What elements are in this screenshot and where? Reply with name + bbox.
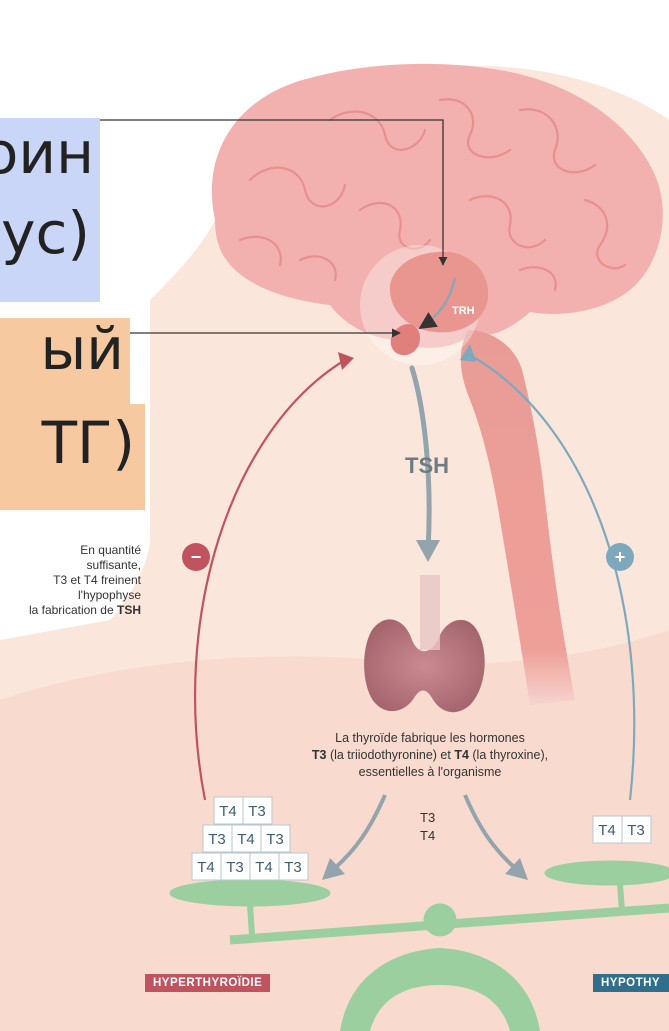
- hypothalamus-label-line2: ус): [1, 204, 90, 262]
- trh-label: TRH: [452, 305, 475, 317]
- feedback-note-line: la fabrication de TSH: [29, 603, 141, 618]
- hypothalamus-label-2: ус): [0, 204, 100, 302]
- left-block-label: T4: [197, 859, 215, 876]
- left-block-label: T3: [208, 831, 226, 848]
- tsh-label: TSH: [405, 453, 449, 478]
- left-block-label: T3: [284, 859, 302, 876]
- pituitary-label-line1: ый: [41, 320, 125, 378]
- right-block-label: T4: [598, 822, 616, 839]
- thyroid-note-t4-text: (la thyroxine),: [469, 748, 548, 762]
- feedback-note-tsh: TSH: [117, 603, 141, 617]
- minus-sign: −: [191, 547, 202, 567]
- right-hormone-stack: T4 T3: [593, 816, 651, 843]
- left-block-label: T3: [226, 859, 244, 876]
- thyroid-note-line: T3 (la triiodothyronine) et T4 (la thyro…: [270, 747, 590, 764]
- left-block-label: T4: [237, 831, 255, 848]
- right-scale-pan: [545, 861, 669, 885]
- thyroid-note-line: essentielles à l'organisme: [270, 764, 590, 781]
- hormone-out-t4-label: T4: [420, 828, 435, 843]
- right-pan-rod: [620, 885, 622, 910]
- pituitary-label-2: ТГ): [0, 404, 145, 510]
- feedback-note-line: l'hypophyse: [29, 588, 141, 603]
- thyroid-note-t3-text: (la triiodothyronine) et: [326, 748, 454, 762]
- feedback-note-line: En quantité: [29, 543, 141, 558]
- thyroid-note-t3: T3: [312, 748, 327, 762]
- hypothalamus-label-line1: оин: [0, 124, 94, 182]
- left-pan-rod: [250, 905, 252, 935]
- feedback-note-line: T3 et T4 freinent: [29, 573, 141, 588]
- thyroid-note: La thyroïde fabrique les hormones T3 (la…: [270, 730, 590, 781]
- hyperthyroidism-tag: HYPERTHYROÏDIE: [145, 974, 270, 992]
- plus-sign: +: [615, 547, 626, 567]
- feedback-note-prefix: la fabrication de: [29, 603, 117, 617]
- hormone-out-t3-label: T3: [420, 810, 435, 825]
- left-block-label: T3: [266, 831, 284, 848]
- feedback-note-line: suffisante,: [29, 558, 141, 573]
- left-block-label: T4: [219, 803, 237, 820]
- thyroid-note-t4: T4: [454, 748, 469, 762]
- left-block-label: T4: [255, 859, 273, 876]
- pituitary-label: ый: [0, 318, 130, 416]
- scale-pivot: [424, 904, 456, 936]
- pituitary-label-line2: ТГ): [42, 414, 135, 472]
- trachea: [420, 575, 440, 650]
- hypothyroidism-tag: HYPOTHY: [593, 974, 669, 992]
- feedback-note: En quantité suffisante, T3 et T4 freinen…: [29, 543, 141, 618]
- left-block-label: T3: [248, 803, 266, 820]
- right-block-label: T3: [627, 822, 645, 839]
- left-scale-pan: [170, 880, 330, 906]
- thyroid-note-line: La thyroïde fabrique les hormones: [270, 730, 590, 747]
